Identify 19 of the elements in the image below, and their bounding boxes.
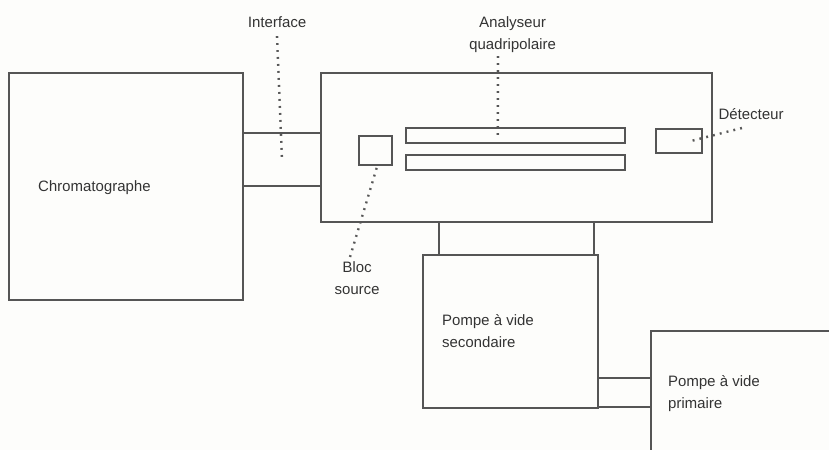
unit-label: Pompe à vide secondaire: [442, 310, 535, 352]
quadrupole-rod: [405, 154, 626, 171]
unit-label: Chromatographe: [38, 176, 151, 196]
callout-label: Interface: [232, 12, 322, 36]
unit-box: [8, 72, 244, 301]
unit-box: [422, 254, 599, 409]
leader-line: [348, 166, 378, 258]
callout-label: Bloc source: [322, 257, 392, 301]
quadrupole-rod: [405, 127, 626, 144]
component-box: [358, 135, 393, 166]
callout-label: Détecteur: [706, 104, 796, 128]
spectrometer-box: [320, 72, 713, 223]
unit-box: [650, 330, 829, 450]
component-box: [655, 128, 703, 154]
leader-line: [276, 36, 284, 160]
leader-line: [690, 126, 742, 142]
unit-label: Pompe à vide primaire: [668, 372, 761, 414]
callout-label: Analyseur quadripolaire: [440, 12, 585, 56]
leader-line: [496, 56, 500, 136]
